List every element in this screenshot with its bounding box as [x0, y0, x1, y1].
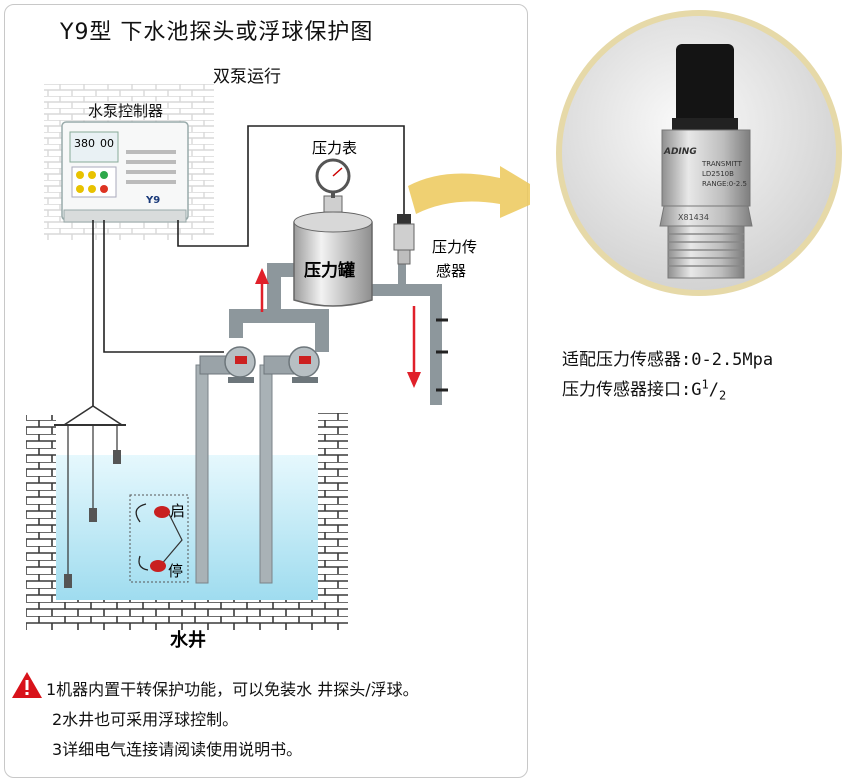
probe-mid	[89, 508, 97, 522]
pump-1	[199, 346, 256, 383]
probe-low	[64, 574, 72, 588]
pump-2	[263, 346, 320, 383]
pressure-gauge	[315, 158, 351, 198]
pump-wire	[103, 220, 224, 353]
suction-pipe-1	[195, 364, 209, 584]
sensor-brand: ADING	[663, 147, 697, 157]
well-label: 水井	[170, 629, 206, 651]
well-water	[56, 455, 318, 600]
warning-icon	[12, 672, 42, 698]
sensor-wire	[177, 125, 405, 247]
pressure-sensor	[393, 214, 415, 265]
pressure-sensor-label-1: 压力传	[432, 238, 477, 256]
sensor-text-3: RANGE:0-2.5	[702, 180, 747, 188]
pressure-gauge-label: 压力表	[312, 139, 357, 157]
controller-model: Y9	[145, 195, 160, 206]
diagram-subtitle: 双泵运行	[213, 67, 281, 87]
controller-display-voltage: 380	[74, 137, 95, 150]
sensor-body	[661, 129, 751, 207]
interface-prefix: 压力传感器接口:G	[562, 380, 702, 400]
sensor-range-spec: 适配压力传感器:0-2.5Mpa	[562, 350, 774, 370]
note-1: 1机器内置干转保护功能，可以免装水 井探头/浮球。	[46, 680, 419, 699]
suction-pipe-2	[259, 364, 273, 584]
float-switch-box	[129, 494, 189, 583]
well-floor	[26, 600, 348, 630]
note-2: 2水井也可采用浮球控制。	[52, 710, 239, 729]
probe-high	[113, 450, 121, 464]
float-start	[154, 506, 170, 518]
fraction-denominator: 2	[718, 388, 727, 403]
controller-label: 水泵控制器	[88, 102, 164, 120]
pressure-tank	[293, 195, 373, 307]
pump-controller	[61, 121, 189, 223]
note-3: 3详细电气连接请阅读使用说明书。	[52, 740, 303, 759]
pressure-tank-label: 压力罐	[304, 260, 355, 281]
pressure-sensor-label-2: 感器	[436, 262, 466, 280]
sensor-serial: X81434	[678, 213, 709, 222]
sensor-connector	[676, 44, 734, 126]
fraction-numerator: 1	[701, 377, 709, 392]
zoom-arrow	[408, 166, 530, 218]
sensor-text-2: LD2510B	[702, 170, 734, 178]
sensor-photo: ADING TRANSMITT LD2510B RANGE:0-2.5 X814…	[556, 10, 842, 296]
float-stop-label: 停	[168, 562, 183, 580]
float-stop	[150, 560, 166, 572]
float-start-label: 启	[170, 502, 185, 520]
diagram-title: Y9型 下水池探头或浮球保护图	[60, 20, 374, 45]
sensor-text-1: TRANSMITT	[701, 160, 743, 168]
controller-display-current: 00	[100, 137, 114, 150]
pump-system-diagram: 380 00 Y9 启 停	[26, 84, 530, 651]
sensor-interface-spec: 压力传感器接口:G1/2	[562, 377, 727, 403]
well-wall-right	[318, 413, 348, 630]
well-wall-left	[26, 415, 56, 630]
